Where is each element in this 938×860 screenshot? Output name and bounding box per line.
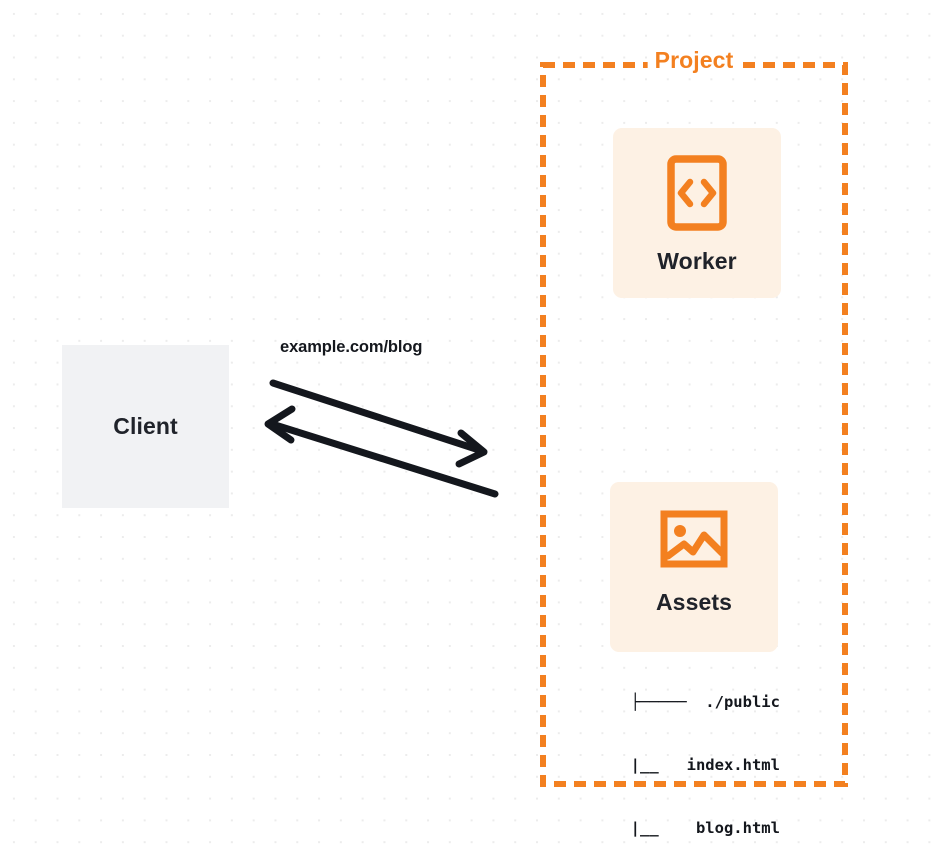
assets-label: Assets bbox=[655, 589, 733, 615]
client-label: Client bbox=[113, 413, 178, 439]
request-arrow bbox=[269, 379, 488, 468]
file-tree-line: ├───── ./public bbox=[630, 693, 780, 711]
assets-card[interactable]: Assets bbox=[610, 482, 778, 652]
image-icon bbox=[660, 510, 728, 568]
response-arrow bbox=[264, 405, 499, 498]
asset-file-tree: ├───── ./public |__ index.html |__ blog.… bbox=[584, 650, 780, 860]
client-node[interactable]: Client bbox=[62, 345, 229, 508]
project-container: Project Worker Assets ├───── ./public |_… bbox=[540, 47, 848, 837]
worker-card[interactable]: Worker bbox=[613, 128, 781, 298]
file-tree-line: |__ blog.html bbox=[593, 819, 780, 837]
file-tree-line: |__ index.html bbox=[593, 756, 780, 774]
code-file-icon bbox=[667, 155, 727, 231]
worker-label: Worker bbox=[657, 248, 737, 274]
request-url-label: example.com/blog bbox=[280, 338, 423, 356]
project-title: Project bbox=[647, 47, 741, 74]
